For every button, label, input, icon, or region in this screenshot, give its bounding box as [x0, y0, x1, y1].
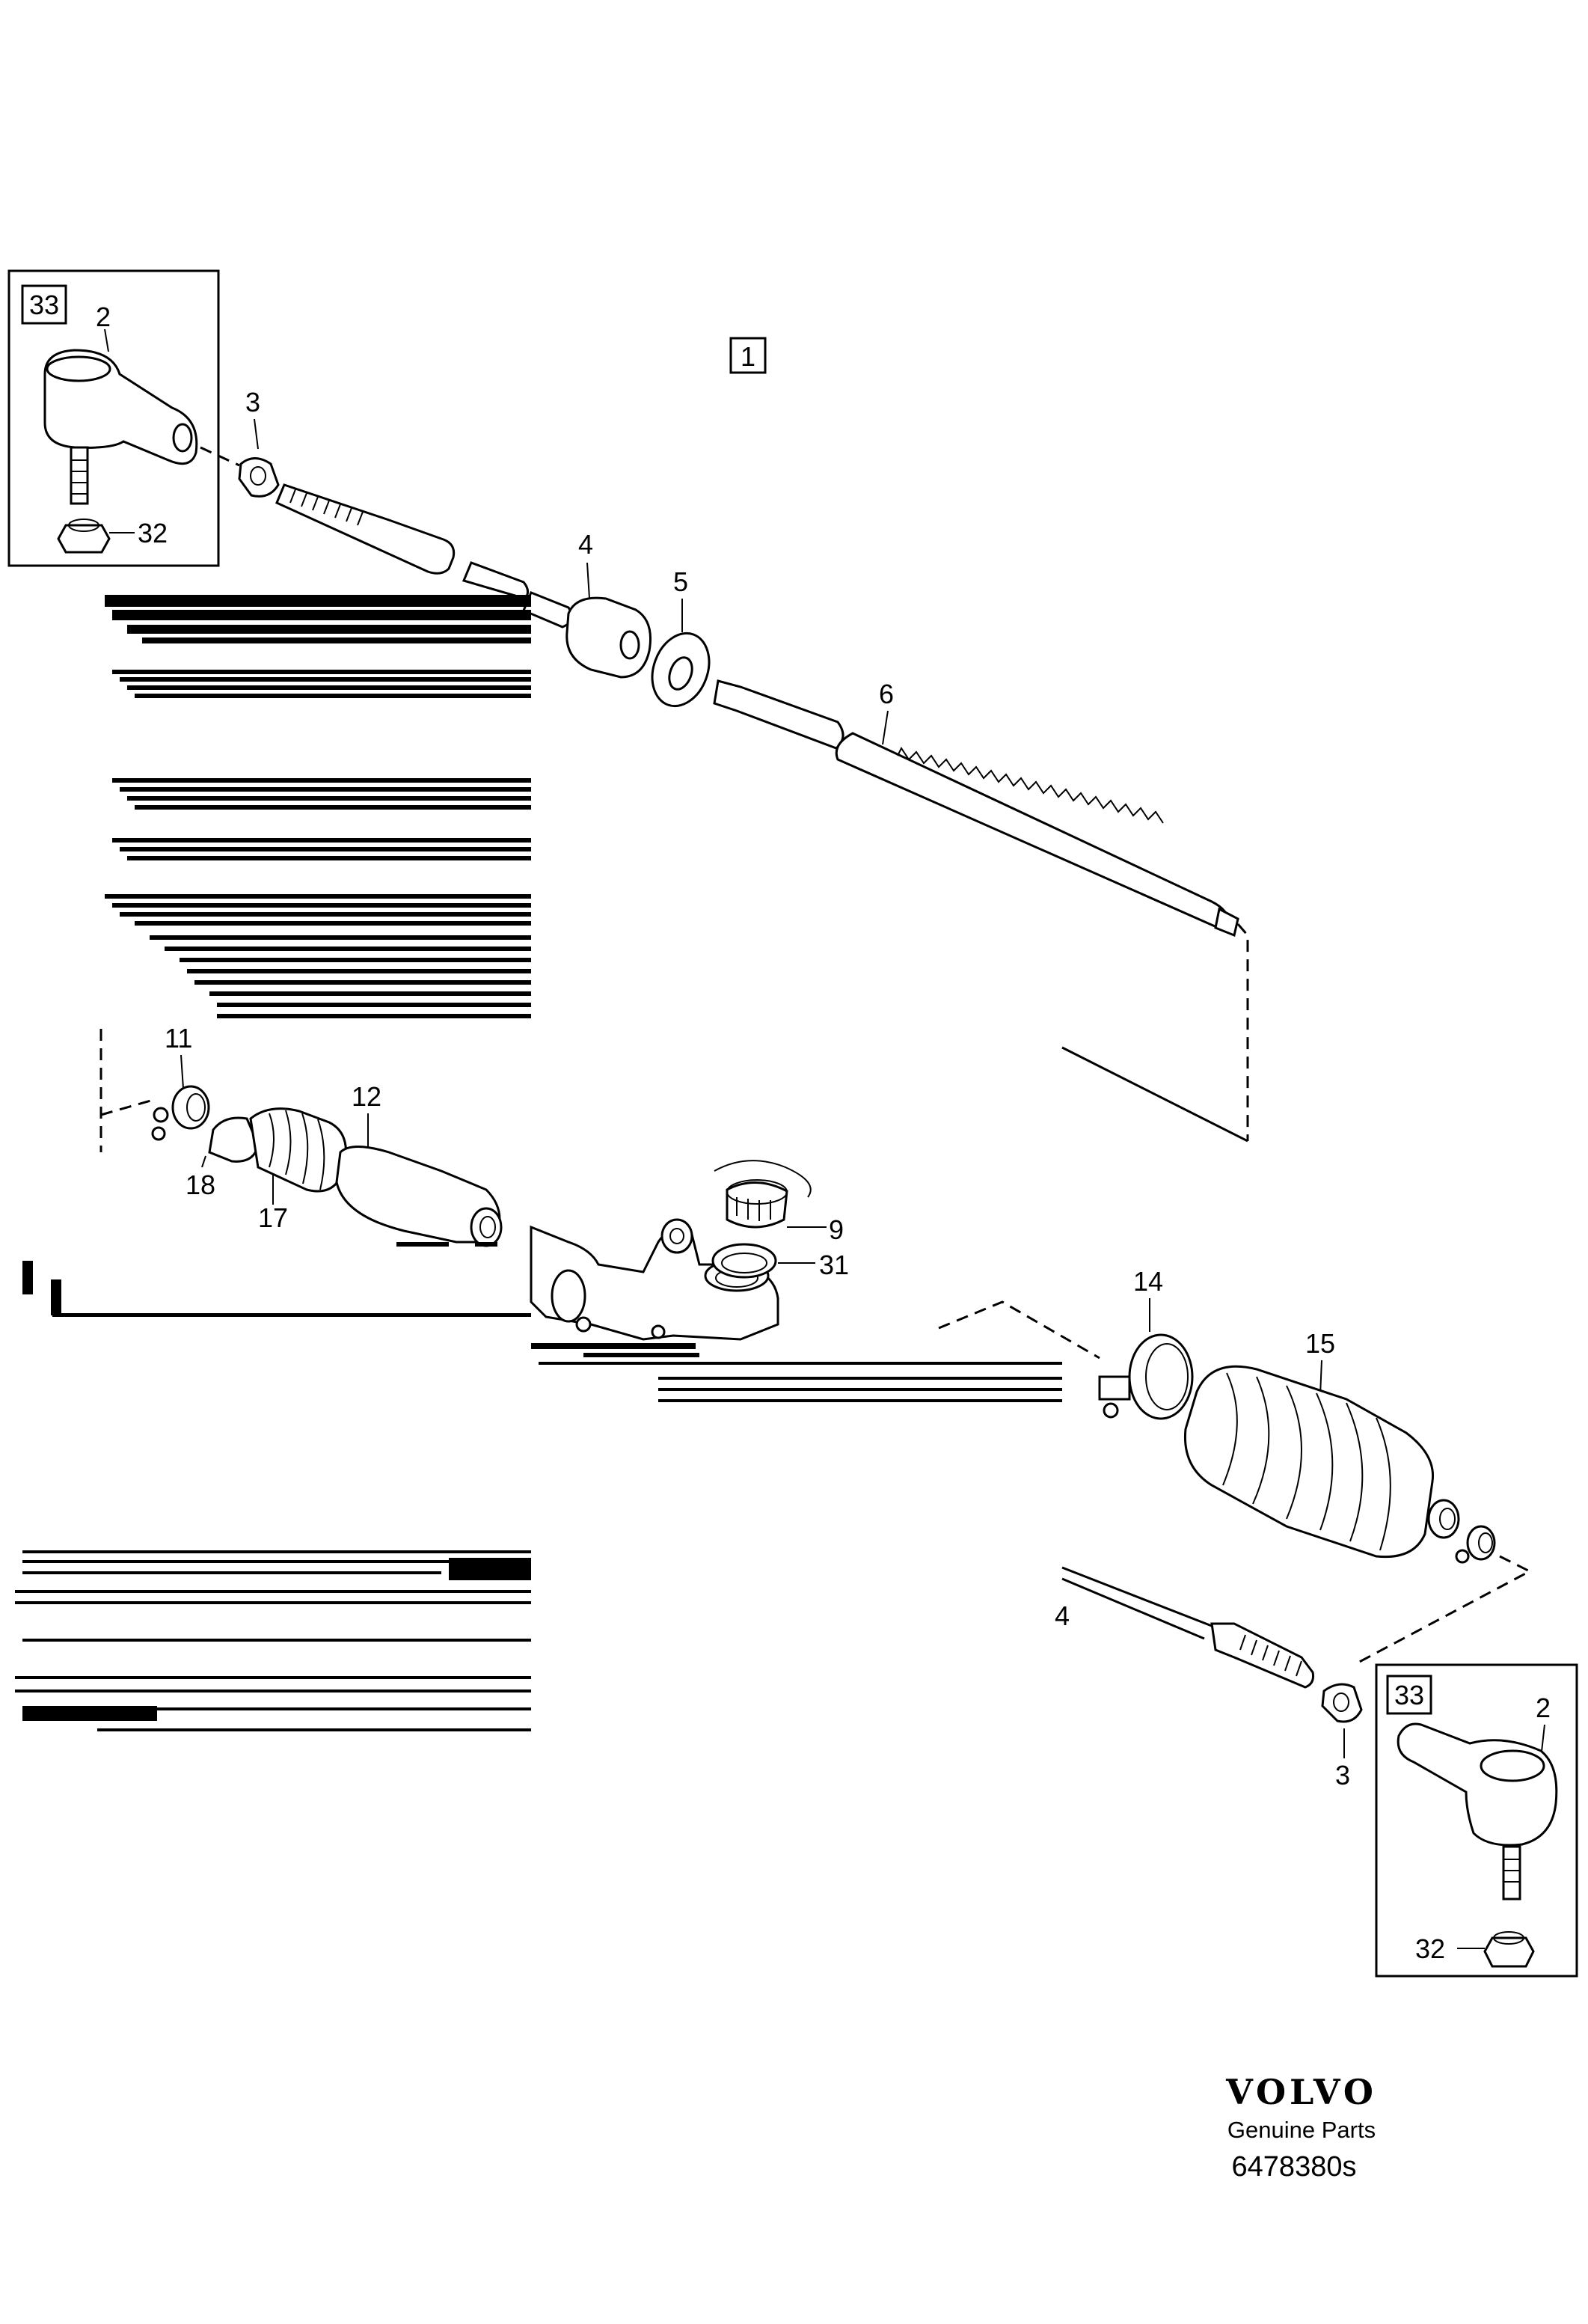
- part-14-clamp: [1098, 1333, 1194, 1420]
- nut-top: [57, 519, 111, 554]
- part-18-screw: [151, 1107, 169, 1141]
- callout-12: 12: [352, 1081, 381, 1112]
- footer-branding: VOLVO Genuine Parts 6478380s: [1225, 2072, 1377, 2183]
- locknut-bottom: [1321, 1683, 1363, 1723]
- callout-5: 5: [673, 566, 688, 597]
- callout-18: 18: [186, 1169, 215, 1200]
- part-9-bearing: [726, 1179, 788, 1229]
- kit-label-top: 33: [29, 290, 59, 320]
- kit-box-bottom-right: 33 2 32: [1375, 1663, 1578, 1978]
- callout-15: 15: [1305, 1328, 1335, 1359]
- scan-artifact-mid: [15, 1261, 1062, 1731]
- part-6-rack: [713, 679, 1239, 938]
- callout-31: 31: [819, 1250, 849, 1280]
- tie-rod-end-bottom: [1397, 1722, 1558, 1901]
- group-label: 1: [741, 341, 755, 372]
- steering-rack-housing: [530, 1218, 779, 1341]
- part-31-ring: [711, 1243, 777, 1279]
- callout-3-top: 3: [245, 387, 260, 418]
- tie-rod-end-top: [43, 349, 198, 505]
- nut-bottom: [1483, 1931, 1535, 1968]
- part-17-small-bellows: [208, 1107, 347, 1193]
- callout-9: 9: [829, 1214, 844, 1245]
- part-small-clip-right: [1455, 1525, 1496, 1564]
- callout-17: 17: [258, 1202, 288, 1233]
- callout-2-top: 2: [96, 302, 111, 332]
- callout-3-bottom: 3: [1335, 1760, 1350, 1791]
- callout-4: 4: [578, 529, 593, 560]
- callout-14: 14: [1133, 1266, 1163, 1297]
- group-box: [729, 337, 767, 374]
- part-11-clip: [171, 1085, 210, 1130]
- part-12-boot: [335, 1146, 503, 1247]
- part-5-washer: [651, 632, 711, 708]
- brand-subtitle: Genuine Parts: [1227, 2117, 1376, 2143]
- tie-rod-threaded-bottom: [1061, 1566, 1314, 1689]
- callout-2-bottom: 2: [1536, 1692, 1551, 1723]
- callout-11: 11: [165, 1023, 192, 1054]
- kit-box-top-left: 33 32 2: [7, 269, 220, 567]
- drawing-number: 6478380s: [1232, 2151, 1357, 2183]
- kit-label-bottom: 33: [1394, 1680, 1424, 1710]
- callout-32-bottom: 32: [1415, 1933, 1445, 1964]
- callout-4-lower: 4: [1055, 1600, 1070, 1631]
- callout-32-top: 32: [138, 518, 168, 548]
- brand-logo: VOLVO: [1225, 2072, 1377, 2112]
- part-15-bellows: [1183, 1365, 1460, 1559]
- part-4-sleeve: [565, 596, 652, 679]
- scan-artifact-left: [105, 595, 531, 1018]
- callout-6: 6: [879, 679, 894, 709]
- locknut-top: [238, 457, 280, 498]
